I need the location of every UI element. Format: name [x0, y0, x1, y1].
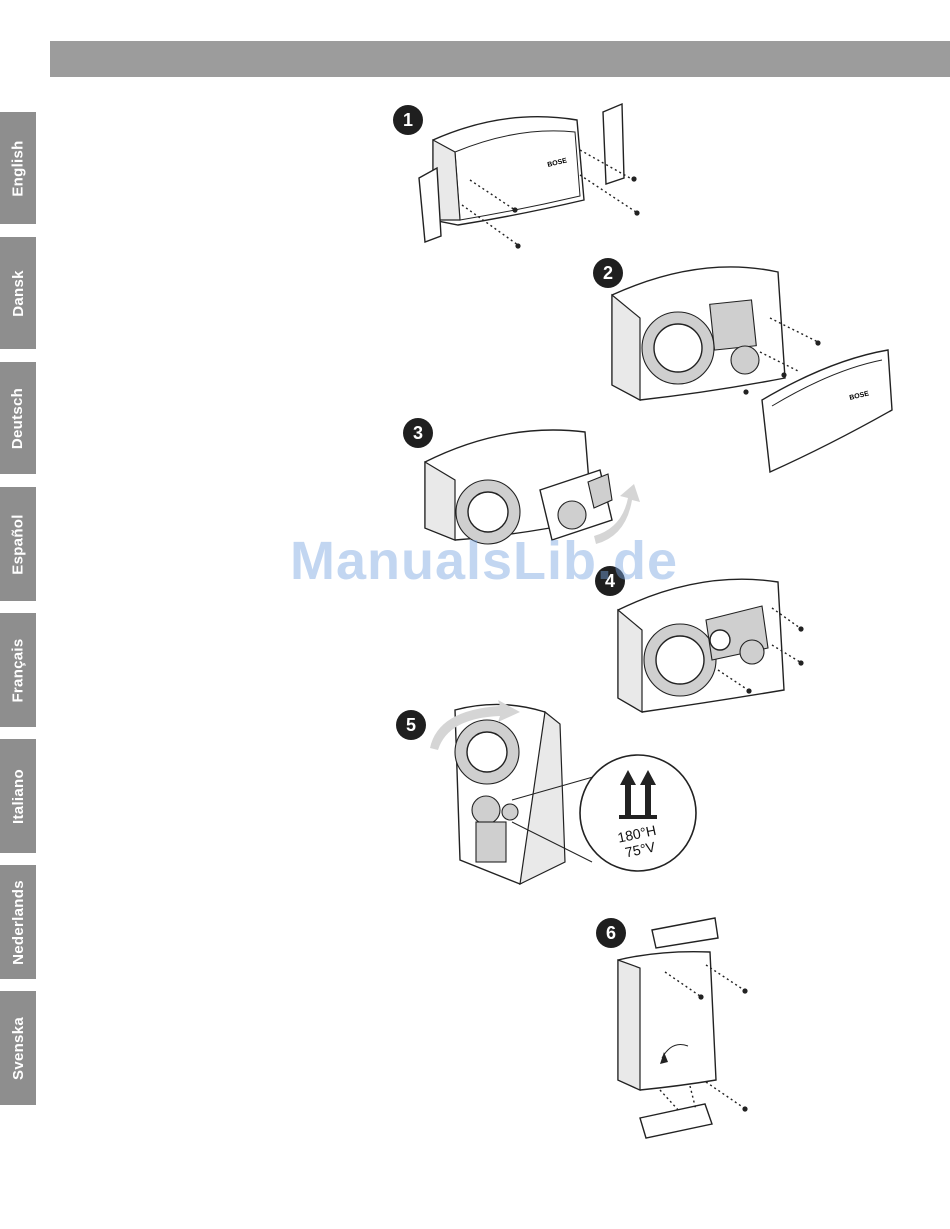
step-badge-3: 3: [403, 418, 433, 448]
step2-speaker-illustration: BOSE: [612, 267, 892, 472]
step5-speaker-illustration: [430, 700, 696, 884]
step4-speaker-illustration: [618, 579, 804, 712]
step-badge-2: 2: [593, 258, 623, 288]
step-badge-1: 1: [393, 105, 423, 135]
step6-speaker-illustration: [618, 918, 748, 1138]
step-badge-5: 5: [396, 710, 426, 740]
step3-speaker-illustration: [425, 430, 640, 544]
step-badge-6: 6: [596, 918, 626, 948]
step1-speaker-illustration: BOSE: [419, 104, 640, 249]
watermark-text: ManualsLib.de: [290, 530, 678, 592]
